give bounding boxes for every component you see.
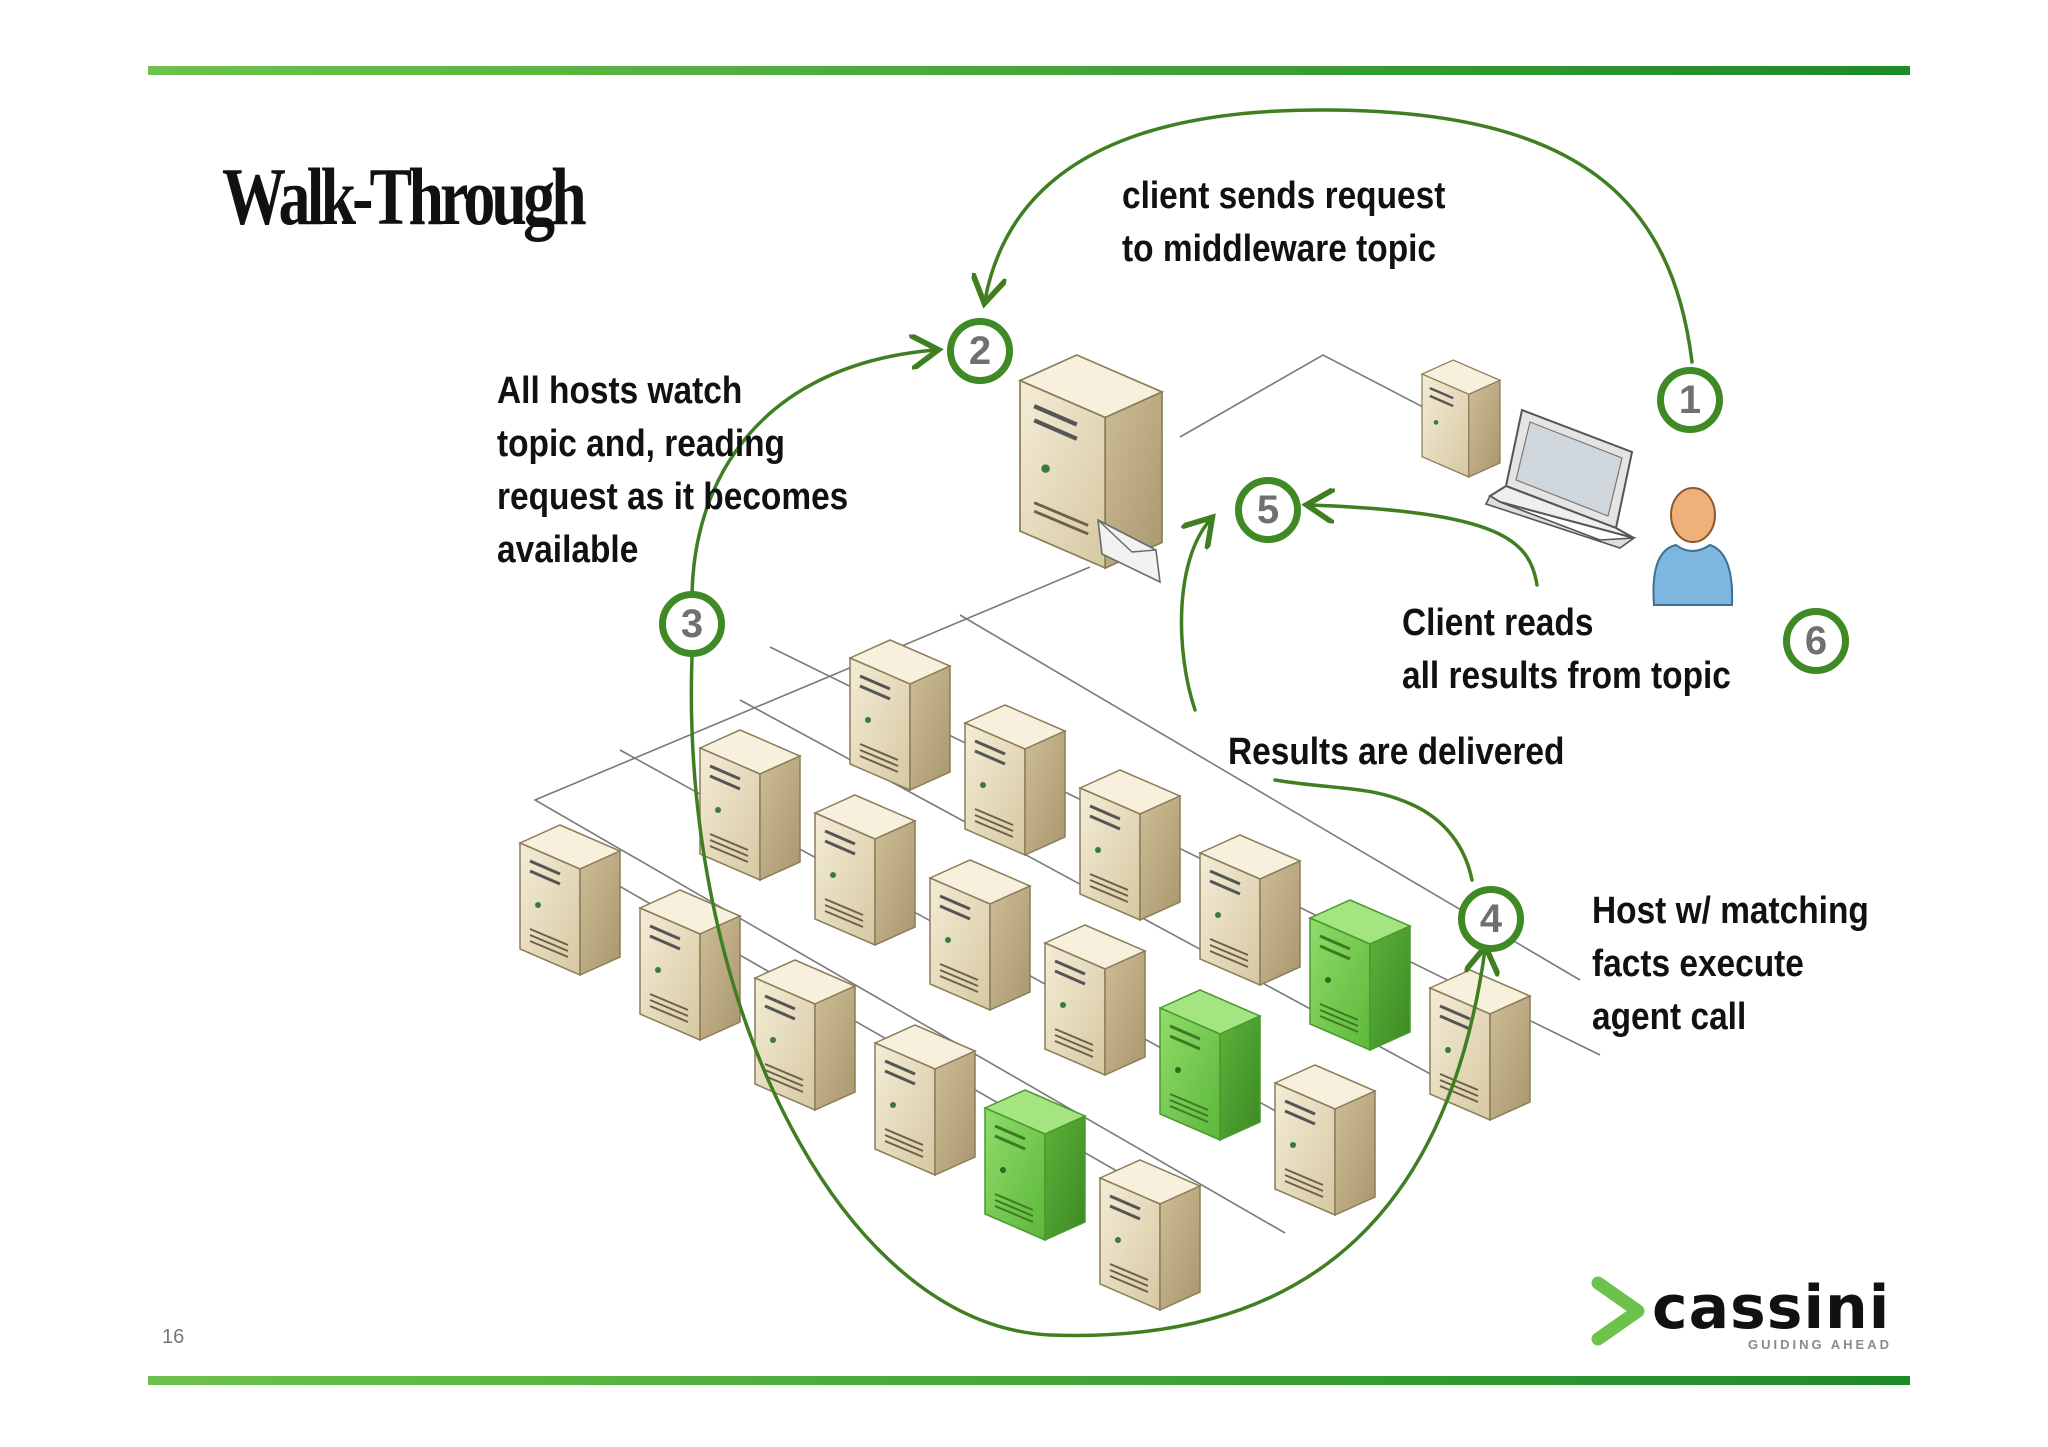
server-icon xyxy=(1043,923,1147,1077)
middleware-server-icon xyxy=(1017,354,1165,570)
server-icon xyxy=(1198,833,1302,987)
top-accent-bar xyxy=(148,66,1910,75)
arrow-results-to-5 xyxy=(1179,520,1210,712)
server-icon xyxy=(1078,768,1182,922)
server-icon xyxy=(638,888,742,1042)
cassini-logo-chevron-icon xyxy=(1591,1276,1645,1346)
label-results-delivered: Results are delivered xyxy=(1228,731,1565,773)
step-1-badge: 1 xyxy=(1657,367,1723,433)
highlighted-server-icon xyxy=(1308,898,1412,1052)
server-icon xyxy=(848,638,952,792)
arrow-results-delivered xyxy=(1273,778,1474,882)
server-icon xyxy=(963,703,1067,857)
label-client-reads: Client reads all results from topic xyxy=(1402,602,1731,697)
envelope-icon xyxy=(1097,518,1161,584)
server-icon xyxy=(1098,1158,1202,1312)
label-hosts-watch: All hosts watch topic and, reading reque… xyxy=(497,370,849,571)
arrow-host-to-execute xyxy=(689,654,1485,1338)
server-icon xyxy=(928,858,1032,1012)
label-host-matching: Host w/ matching facts execute agent cal… xyxy=(1592,890,1869,1038)
logo-wordmark: cassini xyxy=(1652,1273,1891,1343)
highlighted-server-icon xyxy=(1158,988,1262,1142)
step-5-badge: 5 xyxy=(1235,477,1301,543)
logo-tagline: GUIDING AHEAD xyxy=(1748,1337,1892,1352)
step-4-badge: 4 xyxy=(1458,886,1524,952)
slide-title: Walk-Through xyxy=(222,151,587,242)
highlighted-server-icon xyxy=(983,1088,1087,1242)
server-icon xyxy=(813,793,917,947)
arrow-client-reads xyxy=(1310,505,1539,587)
bottom-accent-bar xyxy=(148,1376,1910,1385)
client-desktop-icon xyxy=(1420,359,1502,478)
server-icon xyxy=(873,1023,977,1177)
server-icon xyxy=(1428,968,1532,1122)
step-3-badge: 3 xyxy=(659,591,725,657)
step-6-badge: 6 xyxy=(1783,608,1849,674)
server-icon xyxy=(1273,1063,1377,1217)
laptop-icon xyxy=(1484,408,1637,549)
arrow-hosts-watch xyxy=(690,350,935,602)
page-number: 16 xyxy=(162,1326,185,1348)
flow-arrows xyxy=(689,108,1694,1338)
server-icon xyxy=(698,728,802,882)
arrow-client-to-middleware xyxy=(985,108,1694,364)
step-2-badge: 2 xyxy=(947,318,1013,384)
user-person-icon xyxy=(1652,487,1734,606)
label-client-sends: client sends request to middleware topic xyxy=(1122,175,1446,270)
server-icon xyxy=(518,823,622,977)
